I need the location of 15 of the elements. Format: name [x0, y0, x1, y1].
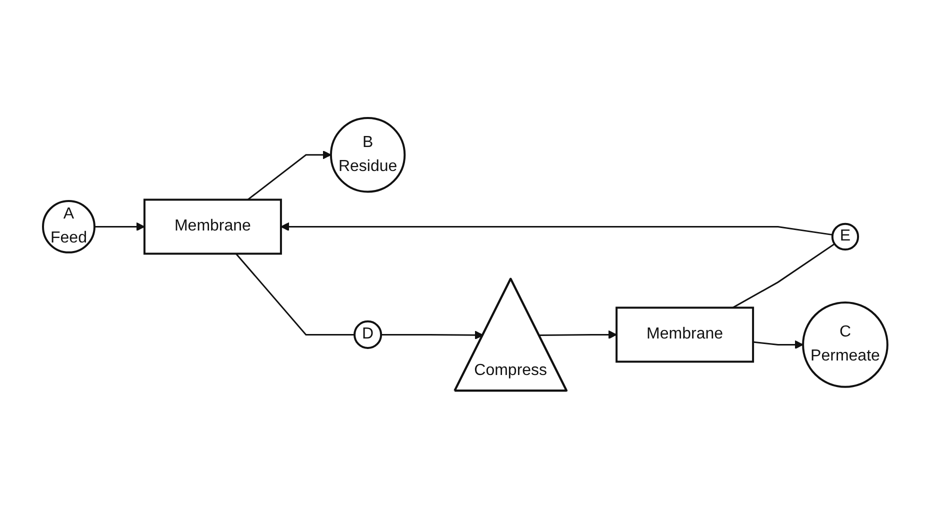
- arrow: [381, 330, 484, 340]
- connector: [236, 253, 355, 336]
- arrow: [280, 222, 833, 236]
- node-box: Membrane: [616, 306, 754, 363]
- arrow: [753, 340, 804, 350]
- arrow: [94, 222, 146, 232]
- arrow: [248, 150, 332, 200]
- node-circle: B Residue: [330, 117, 406, 193]
- node-circle: A Feed: [42, 200, 96, 254]
- node-box: Membrane: [144, 198, 282, 255]
- node-circle: E: [832, 223, 860, 251]
- node-circle: C Permeate: [802, 302, 889, 388]
- connector: [732, 243, 836, 309]
- node-circle: D: [354, 320, 382, 350]
- arrow: [539, 330, 618, 340]
